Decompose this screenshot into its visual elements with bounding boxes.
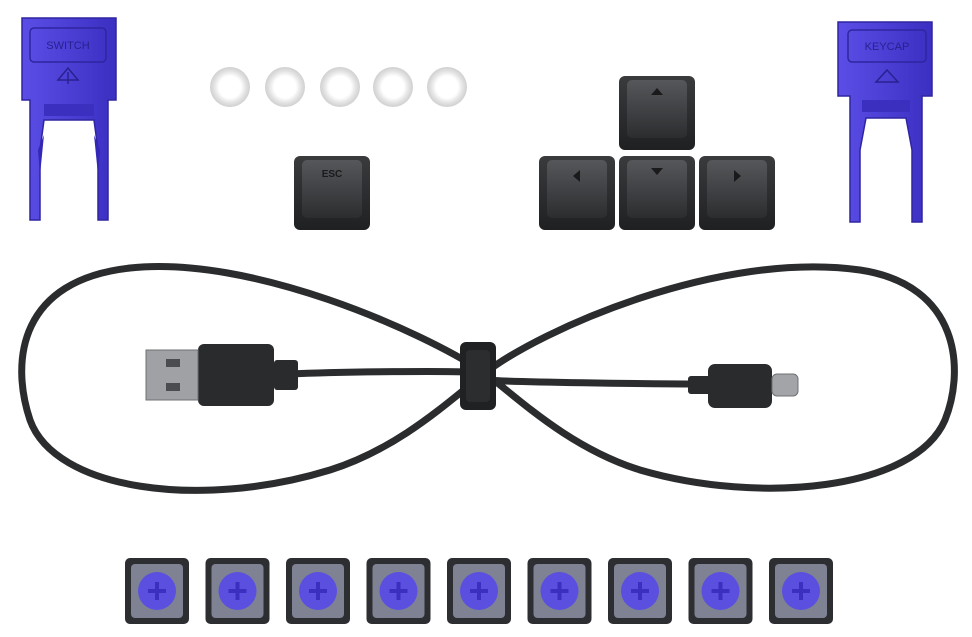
- switch-row: [125, 558, 833, 624]
- mechanical-switch: [205, 558, 270, 624]
- mechanical-switch: [769, 558, 833, 624]
- arrow-down-icon: [651, 168, 663, 175]
- arrow-keycap-right: [699, 156, 775, 230]
- arrow-keycap-down: [619, 156, 695, 230]
- mechanical-switch: [688, 558, 753, 624]
- usb-c-connector: [688, 364, 799, 408]
- switch-puller-tool: SWITCH: [21, 17, 117, 221]
- arrow-keycap-up: [619, 76, 695, 150]
- mechanical-switch: [286, 558, 350, 624]
- usb-cable: [18, 263, 958, 494]
- esc-keycap: ESC: [294, 156, 370, 230]
- o-ring-set: [210, 67, 467, 107]
- arrow-keycap-left: [539, 156, 615, 230]
- esc-keycap-label: ESC: [322, 169, 343, 180]
- mechanical-switch: [527, 558, 592, 624]
- keycap-puller-label: KEYCAP: [865, 41, 910, 53]
- arrow-left-icon: [573, 170, 580, 182]
- mechanical-switch: [447, 558, 511, 624]
- arrow-up-icon: [651, 88, 663, 95]
- mechanical-switch: [366, 558, 431, 624]
- keycap-puller-tool: KEYCAP: [837, 21, 933, 223]
- usb-a-connector: [145, 344, 298, 406]
- switch-puller-label: SWITCH: [46, 40, 89, 52]
- mechanical-switch: [608, 558, 672, 624]
- mechanical-switch: [125, 558, 189, 624]
- arrow-right-icon: [734, 170, 741, 182]
- cable-strap: [460, 342, 496, 410]
